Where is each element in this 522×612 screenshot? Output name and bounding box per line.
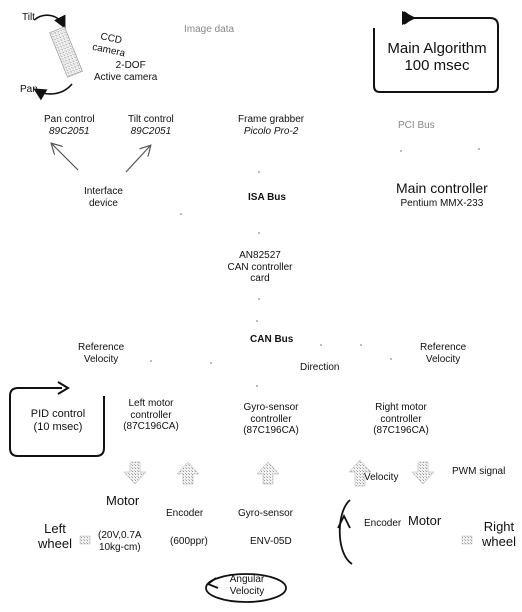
right-wheel-line1: Right	[483, 519, 515, 534]
pan-control-arrow-icon	[52, 144, 79, 171]
gyro-ctrl-chip: (87C196CA)	[243, 425, 299, 436]
camera-icon	[49, 26, 83, 78]
angular-velocity-tip	[206, 577, 219, 589]
right-motor-ctrl-line2: controller	[380, 413, 422, 425]
left-wheel-line1: Left	[44, 521, 66, 536]
up-arrow-left-encoder-icon	[176, 461, 200, 485]
main-algorithm-line1: Main Algorithm	[387, 40, 487, 57]
down-arrow-right-motor-icon	[411, 461, 435, 485]
main-algorithm-line2: 100 msec	[404, 57, 470, 75]
right-motor-ctrl-line1: Right motor	[375, 402, 427, 413]
pwm-signal-label: PWM signal	[452, 466, 506, 477]
isa-bus-label: ISA Bus	[248, 192, 286, 203]
velocity-label: Velocity	[364, 472, 399, 483]
can-bus-label: CAN Bus	[250, 334, 294, 345]
tilt-control-label: Tilt control 89C2051	[128, 114, 174, 137]
left-motor-ctrl-line2: controller	[130, 409, 172, 421]
up-arrow-right-encoder-icon	[348, 459, 372, 487]
image-data-label: Image data	[184, 24, 235, 35]
tilt-control-line1: Tilt control	[128, 114, 174, 125]
pid-line2: (10 msec)	[33, 420, 83, 433]
down-arrow-left-motor-icon	[123, 461, 147, 485]
main-algorithm-arrowhead	[402, 11, 416, 25]
pan-control-label: Pan control 89C2051	[44, 114, 95, 137]
gyro-ctrl-line2: controller	[250, 413, 292, 425]
frame-grabber-model: Picolo Pro-2	[243, 125, 299, 137]
ref-right-line2: Velocity	[425, 353, 461, 365]
left-motor-spec-line1: (20V,0.7A	[98, 530, 142, 541]
angular-velocity-loop-icon	[205, 573, 287, 603]
pan-arrow-icon	[33, 83, 73, 101]
left-motor-ctrl-chip: (87C196CA)	[123, 421, 179, 432]
tilt-arrow-icon	[33, 14, 66, 29]
left-wheel-shaft-icon	[79, 535, 91, 545]
right-wheel-line2: wheel	[482, 533, 516, 549]
interface-line1: Interface	[84, 186, 123, 197]
left-motor-spec: (20V,0.7A 10kg-cm)	[98, 530, 142, 553]
ref-left-line2: Velocity	[83, 353, 119, 365]
bus-dots	[150, 148, 480, 387]
left-motor-spec-line2: 10kg-cm)	[98, 541, 141, 553]
pan-control-chip: 89C2051	[49, 125, 90, 137]
pid-loop-icon	[9, 396, 105, 457]
pid-loop-top	[9, 387, 62, 397]
left-motor-label: Motor	[106, 493, 140, 508]
pci-bus-label: PCI Bus	[398, 120, 435, 131]
left-motor-controller-label: Left motor controller (87C196CA)	[116, 398, 186, 433]
pid-line1: PID control	[30, 408, 86, 420]
right-wheel-shaft-icon	[461, 535, 473, 545]
main-controller-label: Main controller Pentium MMX-233	[396, 180, 488, 210]
reference-velocity-left-label: Reference Velocity	[78, 342, 124, 365]
right-encoder-rotation-tip	[337, 513, 351, 529]
main-algorithm-arrow-tip	[403, 11, 414, 25]
frame-grabber-label: Frame grabber Picolo Pro-2	[238, 114, 304, 137]
can-card-line3: card	[250, 273, 270, 284]
direction-label: Direction	[300, 362, 340, 373]
main-controller-line1: Main controller	[396, 180, 488, 196]
right-encoder-label: Encoder	[364, 518, 402, 529]
pan-control-line1: Pan control	[44, 114, 95, 125]
right-motor-ctrl-chip: (87C196CA)	[373, 425, 429, 436]
pan-label: Pan	[20, 84, 38, 95]
tilt-label: Tilt	[22, 12, 35, 23]
angular-line2: Velocity	[229, 585, 265, 597]
reference-velocity-right-label: Reference Velocity	[420, 342, 466, 365]
left-encoder-label: Encoder	[166, 508, 204, 519]
gyro-ctrl-line1: Gyro-sensor	[243, 402, 299, 413]
can-card-label: AN82527 CAN controller card	[226, 250, 294, 285]
tilt-control-arrow-icon	[125, 146, 150, 173]
angular-line1: Angular	[229, 574, 265, 585]
active-line2: Active camera	[94, 71, 158, 83]
left-encoder-spec: (600ppr)	[170, 536, 208, 547]
left-wheel-label: Left wheel	[38, 521, 72, 552]
gyro-sensor-model: ENV-05D	[250, 536, 292, 547]
left-motor-ctrl-line1: Left motor	[128, 398, 174, 409]
pid-control-label: PID control (10 msec)	[18, 408, 98, 433]
main-controller-cpu: Pentium MMX-233	[400, 198, 484, 210]
frame-grabber-line1: Frame grabber	[238, 114, 305, 125]
left-wheel-line2: wheel	[38, 535, 72, 551]
angular-velocity-label: Angular Velocity	[226, 574, 268, 597]
can-card-line2: CAN controller	[227, 261, 293, 273]
gyro-sensor-label: Gyro-sensor	[238, 508, 294, 519]
ref-left-line1: Reference	[78, 342, 125, 353]
tilt-control-chip: 89C2051	[130, 125, 172, 137]
interface-line2: device	[89, 197, 118, 209]
main-algorithm-label: Main Algorithm 100 msec	[380, 40, 494, 75]
pid-arrow-tip	[57, 381, 70, 395]
can-card-line1: AN82527	[239, 250, 281, 261]
ref-right-line1: Reference	[420, 342, 467, 353]
interface-device-label: Interface device	[84, 186, 123, 209]
gyro-controller-label: Gyro-sensor controller (87C196CA)	[236, 402, 306, 437]
up-arrow-gyro-icon	[256, 461, 280, 485]
active-line1: 2-DOF	[115, 60, 146, 71]
right-wheel-label: Right wheel	[482, 519, 516, 550]
right-motor-label: Motor	[408, 513, 442, 528]
active-camera-label: 2-DOF Active camera	[94, 60, 157, 83]
right-encoder-rotation-icon	[338, 499, 353, 565]
right-motor-controller-label: Right motor controller (87C196CA)	[366, 402, 436, 437]
main-algorithm-loop-icon	[373, 17, 499, 93]
